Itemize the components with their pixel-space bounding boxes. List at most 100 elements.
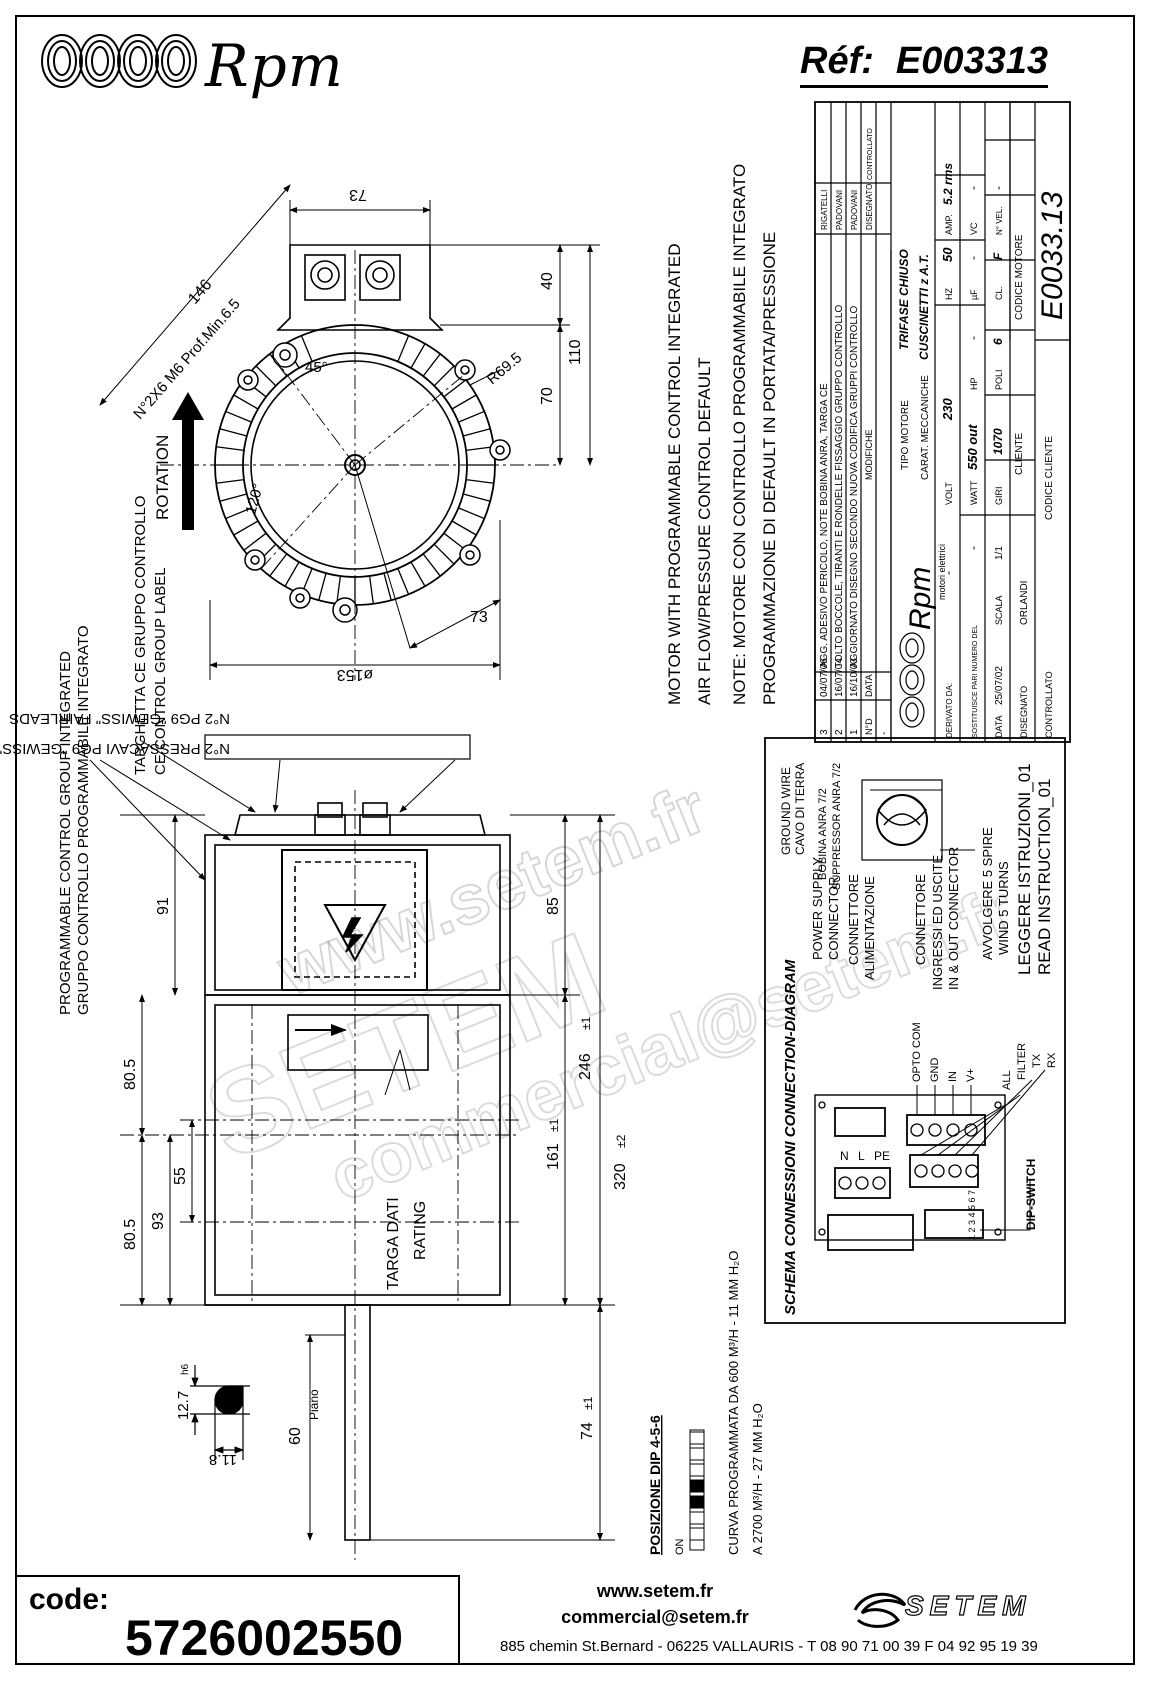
cooling-fin: [269, 553, 288, 577]
cooling-fin: [397, 335, 410, 362]
targhetta-label-1: TARGHETTA CE GRUPPO CONTROLLO: [132, 496, 149, 775]
rev-1-date: 16/10/03: [849, 658, 860, 697]
pin-all: ALL: [1001, 1070, 1013, 1090]
cooling-fin: [233, 520, 259, 536]
website-link[interactable]: www.setem.fr: [596, 1581, 714, 1601]
derivato-label: DERIVATO DA:: [945, 683, 954, 738]
cooling-fin: [458, 507, 485, 520]
volt-value: 230: [940, 398, 955, 421]
dim-246: 246: [577, 1053, 594, 1080]
pin-gnd: GND: [929, 1058, 941, 1083]
io-2: INGRESSI ED USCITE: [930, 855, 945, 990]
pin-in: IN: [947, 1071, 959, 1082]
note-line-3: NOTE: MOTORE CON CONTROLLO PROGRAMMABILE…: [730, 164, 749, 705]
dim-r695: R69.5: [484, 349, 526, 388]
dim-146: 146: [185, 276, 215, 307]
dim-161: 161: [545, 1143, 562, 1170]
dim-85: 85: [545, 897, 562, 915]
dip-switch-cell: [689, 1431, 705, 1445]
programmable-label-1: PROGRAMMABLE CONTROL GROUP INTEGRATED: [57, 651, 74, 1015]
power-2: CONNECTOR: [826, 876, 841, 960]
nvel-value: -: [991, 186, 1005, 190]
programmable-label-2: GRUPPO CONTROLLO PROGRAMMABILE INTEGRATO: [75, 625, 92, 1015]
read-2: READ INSTRUCTION_01: [1035, 779, 1054, 975]
cooling-fin: [433, 543, 455, 565]
dim-73-top: 73: [349, 186, 367, 203]
front-dimension-lines: [99, 184, 600, 680]
dim-80-5-b: 80.5: [122, 1219, 139, 1250]
address: 885 chemin St.Bernard - 06225 VALLAURIS …: [500, 1638, 1038, 1655]
bobina-label: BOBINA ANRA 7/2: [817, 788, 829, 880]
power-4: ALIMENTAZIONE: [862, 876, 877, 980]
cooling-fin: [216, 478, 245, 484]
data-value: 25/07/02: [994, 666, 1005, 705]
cooling-fin: [410, 343, 426, 369]
cooling-fin: [422, 353, 441, 377]
cliente-label: CLIENTE: [1014, 432, 1025, 475]
dim-110: 110: [567, 339, 584, 365]
pin-vplus: V+: [965, 1068, 977, 1082]
drawing-frame: [15, 15, 1135, 1665]
controllato-label: CONTROLLATO: [1044, 671, 1054, 738]
amp-value: 5.2 rms: [941, 163, 955, 205]
cooling-fin: [233, 394, 259, 410]
front-centerlines: [160, 250, 560, 680]
targa-label-2: RATING: [412, 1201, 429, 1260]
pin-tx: TX: [1031, 1053, 1043, 1068]
curve-text-2: A 2700 M³/H - 27 MM H₂O: [750, 1403, 765, 1555]
pin-filter: FILTER: [1016, 1043, 1028, 1080]
cooling-fin: [284, 561, 300, 587]
dim-161-tol: ±1: [547, 1118, 561, 1132]
dim-74: 74: [579, 1422, 596, 1440]
dim-60: 60: [287, 1427, 304, 1445]
cooling-fin: [443, 532, 467, 551]
rev-2-desc: TOLTO BOCCOLE, TIRANTI E RONDELLE FISSAG…: [834, 305, 845, 668]
hz-value: 50: [940, 247, 955, 262]
giri-value: 1070: [991, 428, 1005, 455]
rev-2-n: 2: [834, 729, 845, 735]
watt-value: 550 out: [965, 424, 980, 470]
shaft-dim-127: 12.7: [175, 1391, 192, 1420]
pin-pe: PE: [874, 1149, 890, 1163]
cooling-fin: [463, 428, 491, 437]
title-block: [814, 101, 1071, 743]
rev-1-n: 1: [849, 729, 860, 735]
rev-3-n: 3: [819, 729, 830, 735]
rev-1-desc: AGGIORNATO DISEGNO SECONDO NUOVA CODIFIC…: [849, 306, 860, 668]
dim-93: 93: [150, 1212, 167, 1230]
side-view: [204, 802, 511, 1541]
dip-position-title: POSIZIONE DIP 4-5-6: [647, 1415, 663, 1555]
power-3: CONNETTORE: [846, 874, 861, 965]
reference: Réf:E003313: [800, 40, 1049, 88]
rev-dash: -: [879, 732, 890, 735]
curve-text-1: CURVA PROGRAMMATA DA 600 M³/H - 11 MM H₂…: [726, 1251, 741, 1555]
cooling-fin: [465, 478, 494, 484]
cooling-fin: [300, 335, 313, 362]
pressacavi-label-1: N°2 PRESSACAVI PG9 "GEWISS": [0, 740, 230, 757]
cl-label: CL.: [994, 286, 1004, 300]
shaft-dim-h6: h6: [180, 1363, 191, 1375]
dim-45-deg: 45°: [305, 359, 328, 376]
carat-value: CUSCINETTI z A.T.: [917, 254, 931, 360]
schema-box: [764, 737, 1066, 1324]
code-value: 5726002550: [125, 1610, 404, 1666]
cooling-fin: [397, 568, 410, 595]
code-box: code: 5726002550: [15, 1575, 460, 1666]
side-centerlines: [120, 790, 520, 1560]
title-rpm-sub: motori elettrici: [937, 544, 947, 600]
ground-1: GROUND WIRE: [779, 767, 793, 855]
dim-153: ø153: [337, 666, 374, 683]
codice-motore: E0033.13: [1036, 191, 1069, 320]
contact-block: www.setem.fr commercial@setem.fr: [460, 1578, 850, 1630]
uf-value: -: [966, 256, 980, 260]
rev-3-desc: AGG. ADESIVO PERICOLO, NOTE BOBINA ANRA,…: [819, 383, 830, 668]
io-1: CONNETTORE: [913, 874, 928, 965]
ground-2: CAVO DI TERRA: [793, 763, 807, 855]
rev-2-by: PADOVANI: [835, 190, 844, 230]
cooling-fin: [458, 410, 485, 423]
hz-label: HZ: [944, 288, 954, 300]
dip-switch-cell: [689, 1527, 705, 1541]
email-link[interactable]: commercial@setem.fr: [561, 1607, 749, 1627]
codice-motore-label: CODICE MOTORE: [1014, 234, 1025, 320]
